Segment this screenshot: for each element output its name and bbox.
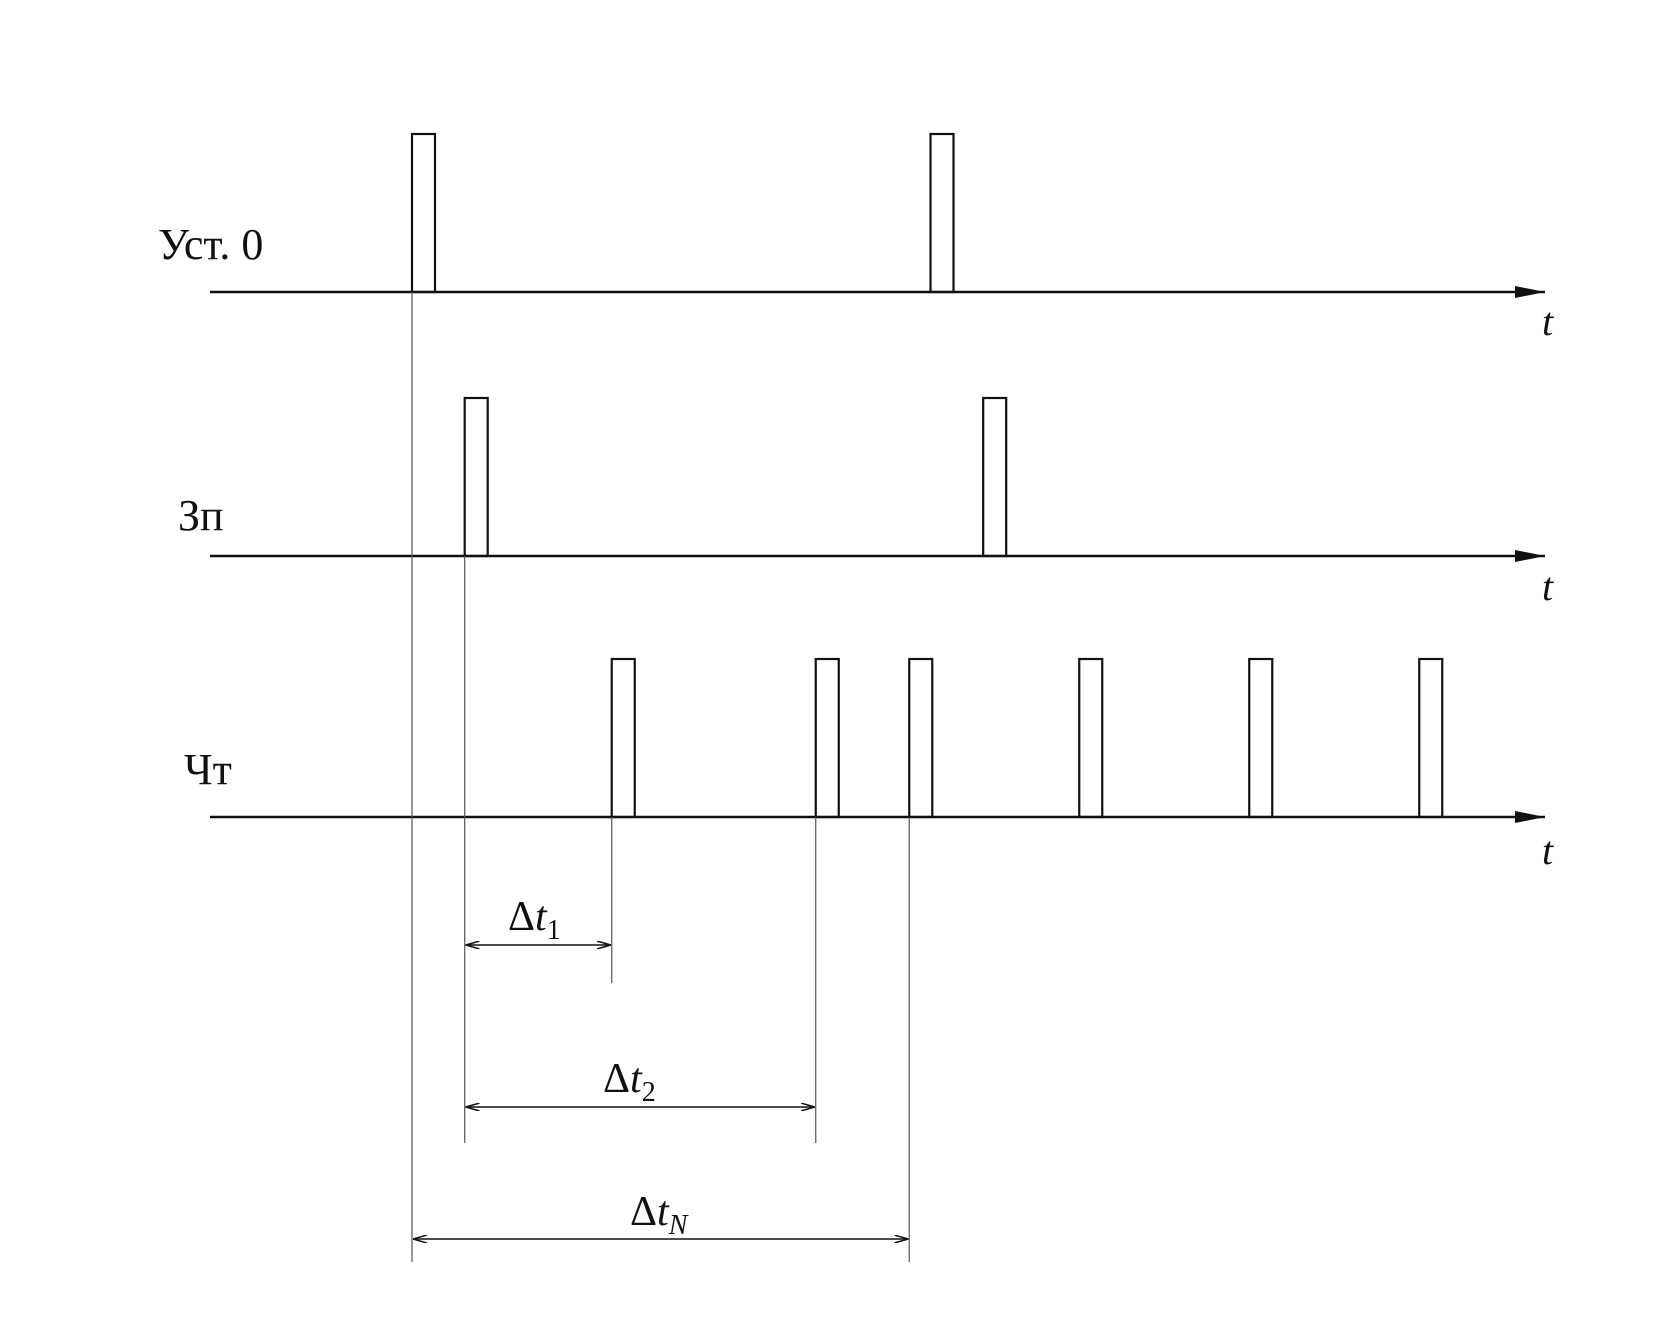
pulse-2-1 [814, 657, 840, 819]
axis-label-reset: t [1542, 299, 1554, 344]
pulse-2-5 [1418, 657, 1444, 819]
pulse-0-1 [929, 132, 955, 294]
interval-label-2: Δt2 [603, 1056, 656, 1108]
pulse-0-0 [410, 132, 437, 294]
signal-label-write: Зп [178, 491, 224, 540]
axis-label-write: t [1542, 564, 1554, 609]
signal-label-reset: Уст. 0 [158, 220, 263, 269]
pulse-2-2 [908, 657, 934, 819]
interval-label-1: Δt1 [508, 894, 561, 946]
pulse-1-0 [463, 396, 489, 558]
interval-label-n: ΔtN [630, 1189, 689, 1241]
pulse-2-0 [610, 657, 636, 819]
axis-label-read: t [1542, 828, 1554, 873]
diagram-marks [210, 132, 1545, 1262]
signal-label-read: Чт [184, 745, 232, 794]
pulse-2-3 [1078, 657, 1104, 819]
pulse-1-1 [982, 396, 1008, 558]
pulse-2-4 [1248, 657, 1274, 819]
